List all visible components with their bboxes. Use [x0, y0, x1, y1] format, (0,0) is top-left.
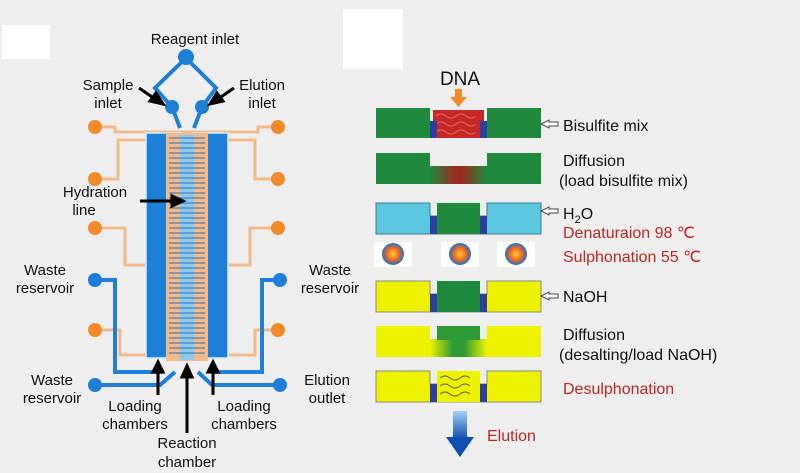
waste-left-label-1: Waste — [24, 262, 66, 279]
chip-layout: Reagent inlet Sample inlet Elution inlet… — [16, 31, 359, 471]
flame-icon — [505, 243, 527, 265]
elution-outlet-label-2: outlet — [309, 390, 347, 407]
reagent-inlet-port — [178, 49, 194, 65]
side-port — [271, 172, 285, 186]
naoh-label: NaOH — [563, 289, 607, 306]
sample-inlet-label-1: Sample — [83, 77, 134, 94]
elution-arrow-head — [446, 437, 474, 457]
input-arrow-1 — [539, 119, 559, 129]
sulphonation-label: Sulphonation 55 ℃ — [563, 249, 701, 266]
waste-left-label-2: reservoir — [16, 280, 74, 297]
side-port — [271, 323, 285, 337]
loading-chambers-right-label-2: chambers — [211, 416, 277, 433]
desulphonation-label: Desulphonation — [563, 381, 674, 398]
hydration-line-label-2: line — [72, 202, 95, 219]
diffusion-2-label: Diffusion — [563, 327, 625, 344]
elution-inlet-label-1: Elution — [239, 77, 285, 94]
bisulfite-mix-label: Bisulfite mix — [563, 118, 648, 135]
h2o-label: H2O — [563, 206, 593, 226]
waste-port-bottom — [88, 378, 102, 392]
elution-inlet-label-2: inlet — [248, 95, 276, 112]
elution-outlet-port — [273, 378, 287, 392]
side-port — [88, 221, 102, 235]
denaturation-label: Denaturaion 98 ℃ — [563, 225, 695, 242]
waste-bottom-label-1: Waste — [31, 372, 73, 389]
reaction-chamber-label-2: chamber — [158, 454, 216, 471]
dna-label: DNA — [440, 69, 480, 90]
loading-chambers-right-label-1: Loading — [217, 398, 270, 415]
input-arrow-4 — [539, 291, 559, 301]
step-bisulfite-mix — [376, 108, 541, 138]
step-desulphonation — [375, 370, 542, 403]
blank-patch — [343, 9, 403, 69]
input-arrow-3 — [539, 206, 559, 216]
loading-chambers-left-label-2: chambers — [102, 416, 168, 433]
side-port — [271, 120, 285, 134]
diffusion-1-label: Diffusion — [563, 153, 625, 170]
reagent-inlet-label: Reagent inlet — [151, 31, 240, 48]
sample-inlet-port — [165, 100, 179, 114]
side-port — [271, 221, 285, 235]
flame-icon — [382, 243, 404, 265]
step-h2o — [375, 202, 542, 235]
waste-right-label-1: Waste — [309, 262, 351, 279]
diffusion-1-sublabel: (load bisulfite mix) — [559, 173, 688, 190]
elution-label: Elution — [487, 428, 536, 445]
waste-port-left — [88, 273, 102, 287]
elution-outlet-label-1: Elution — [304, 372, 350, 389]
reaction-chamber-label-1: Reaction — [157, 435, 216, 452]
elution-inlet-port — [195, 100, 209, 114]
elution-arrow — [453, 411, 467, 439]
side-port — [88, 172, 102, 186]
waste-bottom-label-2: reservoir — [23, 390, 81, 407]
blank-patch — [2, 25, 50, 59]
sample-inlet-label-2: inlet — [94, 95, 122, 112]
side-port — [88, 323, 102, 337]
process-steps: DNA Bisulfite mix Diffusion (load bisulf… — [374, 69, 717, 457]
waste-right-label-2: reservoir — [301, 280, 359, 297]
step-diffusion-2 — [376, 326, 541, 357]
waste-port-right — [273, 273, 287, 287]
step-naoh — [375, 280, 542, 313]
dna-arrow-head — [450, 97, 467, 107]
hydration-line-label-1: Hydration — [63, 184, 127, 201]
flame-icon — [449, 243, 471, 265]
diffusion-2-sublabel: (desalting/load NaOH) — [559, 347, 717, 364]
dna-arrow — [455, 89, 462, 97]
heater-flames — [374, 242, 535, 267]
step-diffusion-1 — [376, 153, 541, 184]
side-port — [88, 120, 102, 134]
loading-chambers-left-label-1: Loading — [108, 398, 161, 415]
